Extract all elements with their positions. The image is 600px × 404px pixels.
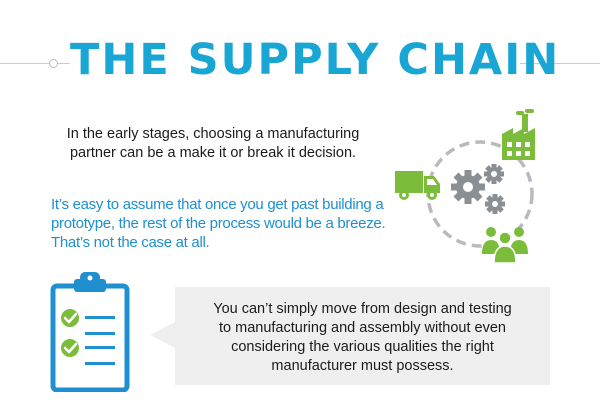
small-gear-bottom-icon: [485, 194, 505, 214]
title-backdrop: [70, 30, 520, 90]
callout-line-2: to manufacturing and assembly without ev…: [219, 320, 506, 336]
intro-paragraph: In the early stages, choosing a manufact…: [38, 125, 388, 163]
intro-line-1: In the early stages, choosing a manufact…: [66, 126, 360, 142]
small-gear-top-icon: [484, 164, 504, 184]
callout-text: You can’t simply move from design and te…: [195, 300, 530, 376]
callout-line-3: considering the various qualities the ri…: [231, 339, 494, 355]
checklist-item-1: [61, 309, 115, 327]
callout-line-4: manufacturer must possess.: [271, 358, 454, 374]
callout-line-1: You can’t simply move from design and te…: [213, 301, 512, 317]
people-group-icon: [482, 227, 528, 264]
factory-icon: [502, 109, 535, 160]
gears-icon: [451, 164, 505, 214]
delivery-truck-icon: [395, 171, 440, 200]
intro-line-2: partner can be a make it or break it dec…: [69, 145, 357, 161]
large-gear-icon: [451, 170, 485, 204]
detail-paragraph: It’s easy to assume that once you get pa…: [51, 195, 391, 252]
checklist-line: [85, 362, 115, 365]
header-divider-dot: [49, 59, 58, 68]
callout-box: [175, 287, 550, 385]
supply-chain-graphic: [395, 109, 535, 264]
detail-line-1: It’s easy to assume that once you get pa…: [51, 196, 384, 213]
detail-line-2: prototype, the rest of the process would…: [51, 215, 386, 232]
checklist-line: [85, 332, 115, 335]
checklist-item-2: [61, 339, 115, 357]
callout-pointer: [150, 322, 175, 348]
detail-line-3: That’s not the case at all.: [51, 234, 210, 251]
clipboard-checklist-icon: [50, 272, 130, 392]
page-title: THE SUPPLY CHAIN: [70, 35, 561, 85]
